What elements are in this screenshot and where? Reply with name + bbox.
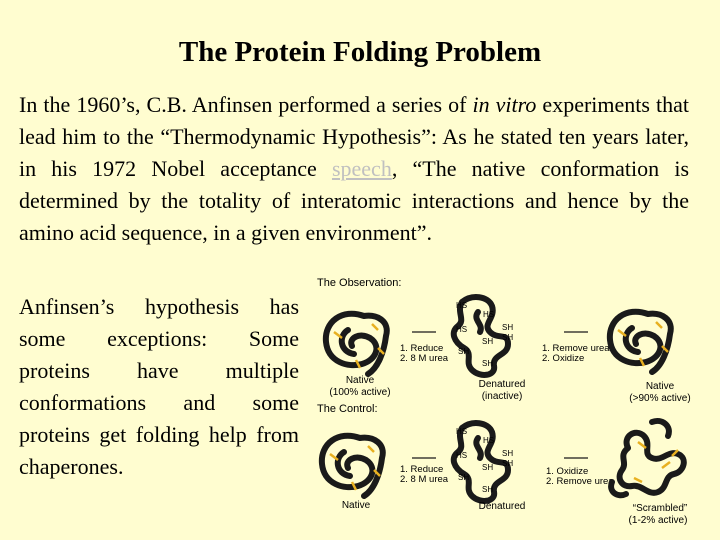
obs-denatured-sub: (inactive) (482, 391, 523, 402)
obs-renatured-label: Native (646, 381, 675, 392)
ctrl-hs-1: HS (456, 427, 467, 436)
in-vitro-text: in vitro (472, 92, 537, 117)
obs-sh-2: SH (502, 333, 513, 342)
obs-step2-oxidize: 2. Oxidize (542, 353, 584, 364)
ctrl-step1-urea: 2. 8 M urea (400, 474, 449, 485)
speech-link[interactable]: speech (331, 156, 392, 181)
obs-hs-1: HS (456, 301, 467, 310)
obs-renatured-sub: (>90% active) (629, 393, 690, 404)
exceptions-paragraph: Anfinsen’s hypothesis has some exception… (19, 294, 299, 479)
denatured-protein-icon (450, 294, 511, 378)
ctrl-hs-2: HS (483, 436, 494, 445)
obs-hs-2: HS (483, 310, 494, 319)
observation-title: The Observation: (317, 277, 401, 289)
control-denatured-protein-icon (450, 420, 511, 504)
obs-sh-4: SH (482, 359, 493, 368)
ctrl-hs-3: HS (456, 451, 467, 460)
obs-step2-remove-urea: 1. Remove urea (542, 343, 610, 354)
control-native-protein-icon (318, 432, 386, 499)
quote-text: , “The native conformation is determined… (19, 156, 689, 245)
intro-middle-text: experiments that lead him to the “Thermo… (19, 92, 689, 181)
ctrl-sh-4: SH (482, 485, 493, 494)
ctrl-step1-reduce: 1. Reduce (400, 464, 443, 475)
obs-sh-5: SH (482, 337, 493, 346)
disulfide-bond-icon (333, 323, 385, 369)
native-protein-icon (322, 310, 390, 377)
obs-native-label: Native (346, 375, 375, 386)
page-title: The Protein Folding Problem (178, 36, 542, 68)
renatured-protein-icon (606, 308, 674, 375)
anfinsen-experiment-figure: The Observation: The Control: Native (10… (317, 277, 691, 526)
control-title: The Control: (317, 403, 378, 415)
ctrl-scrambled-label: “Scrambled” (633, 503, 687, 514)
scrambled-disulfide-icon (633, 441, 679, 484)
ctrl-step2-remove-urea: 2. Remove urea (546, 476, 614, 487)
ctrl-scrambled-sub: (1-2% active) (629, 515, 688, 526)
obs-denatured-label: Denatured (479, 379, 526, 390)
renatured-disulfide-icon (617, 321, 669, 367)
ctrl-denatured-label: Denatured (479, 501, 526, 512)
obs-step1-urea: 2. 8 M urea (400, 353, 449, 364)
scrambled-protein-icon (608, 418, 687, 499)
ctrl-sh-1: SH (502, 449, 513, 458)
ctrl-sh-3: SH (458, 473, 469, 482)
obs-sh-1: SH (502, 323, 513, 332)
ctrl-native-label: Native (342, 500, 371, 511)
obs-hs-3: HS (456, 325, 467, 334)
intro-text: In the 1960’s, C.B. Anfinsen performed a… (19, 92, 473, 117)
obs-step1-reduce: 1. Reduce (400, 343, 443, 354)
ctrl-sh-5: SH (482, 463, 493, 472)
obs-sh-3: SH (458, 347, 469, 356)
ctrl-sh-2: SH (502, 459, 513, 468)
intro-paragraph: In the 1960’s, C.B. Anfinsen performed a… (19, 89, 689, 249)
obs-native-sub: (100% active) (329, 387, 390, 398)
control-disulfide-icon (329, 445, 381, 491)
ctrl-step2-oxidize: 1. Oxidize (546, 466, 588, 477)
